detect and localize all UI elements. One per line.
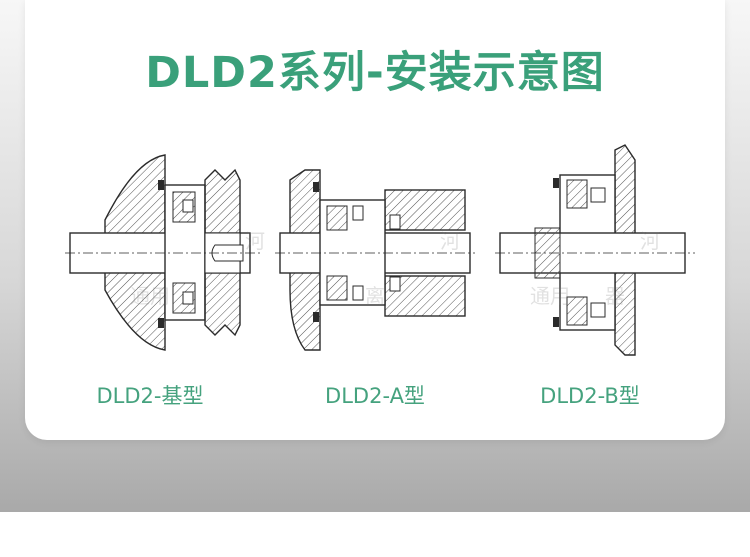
diagram-dld2-a xyxy=(275,140,475,365)
diagram-dld2-b xyxy=(495,140,695,365)
diagram-dld2-base xyxy=(65,140,265,365)
caption-dld2-base: DLD2-基型 xyxy=(96,384,204,408)
caption-dld2-b: DLD2-B型 xyxy=(540,384,640,408)
caption-dld2-a: DLD2-A型 xyxy=(325,384,425,408)
bottom-strip xyxy=(0,512,750,557)
page-title: DLD2系列-安装示意图 xyxy=(145,48,605,98)
